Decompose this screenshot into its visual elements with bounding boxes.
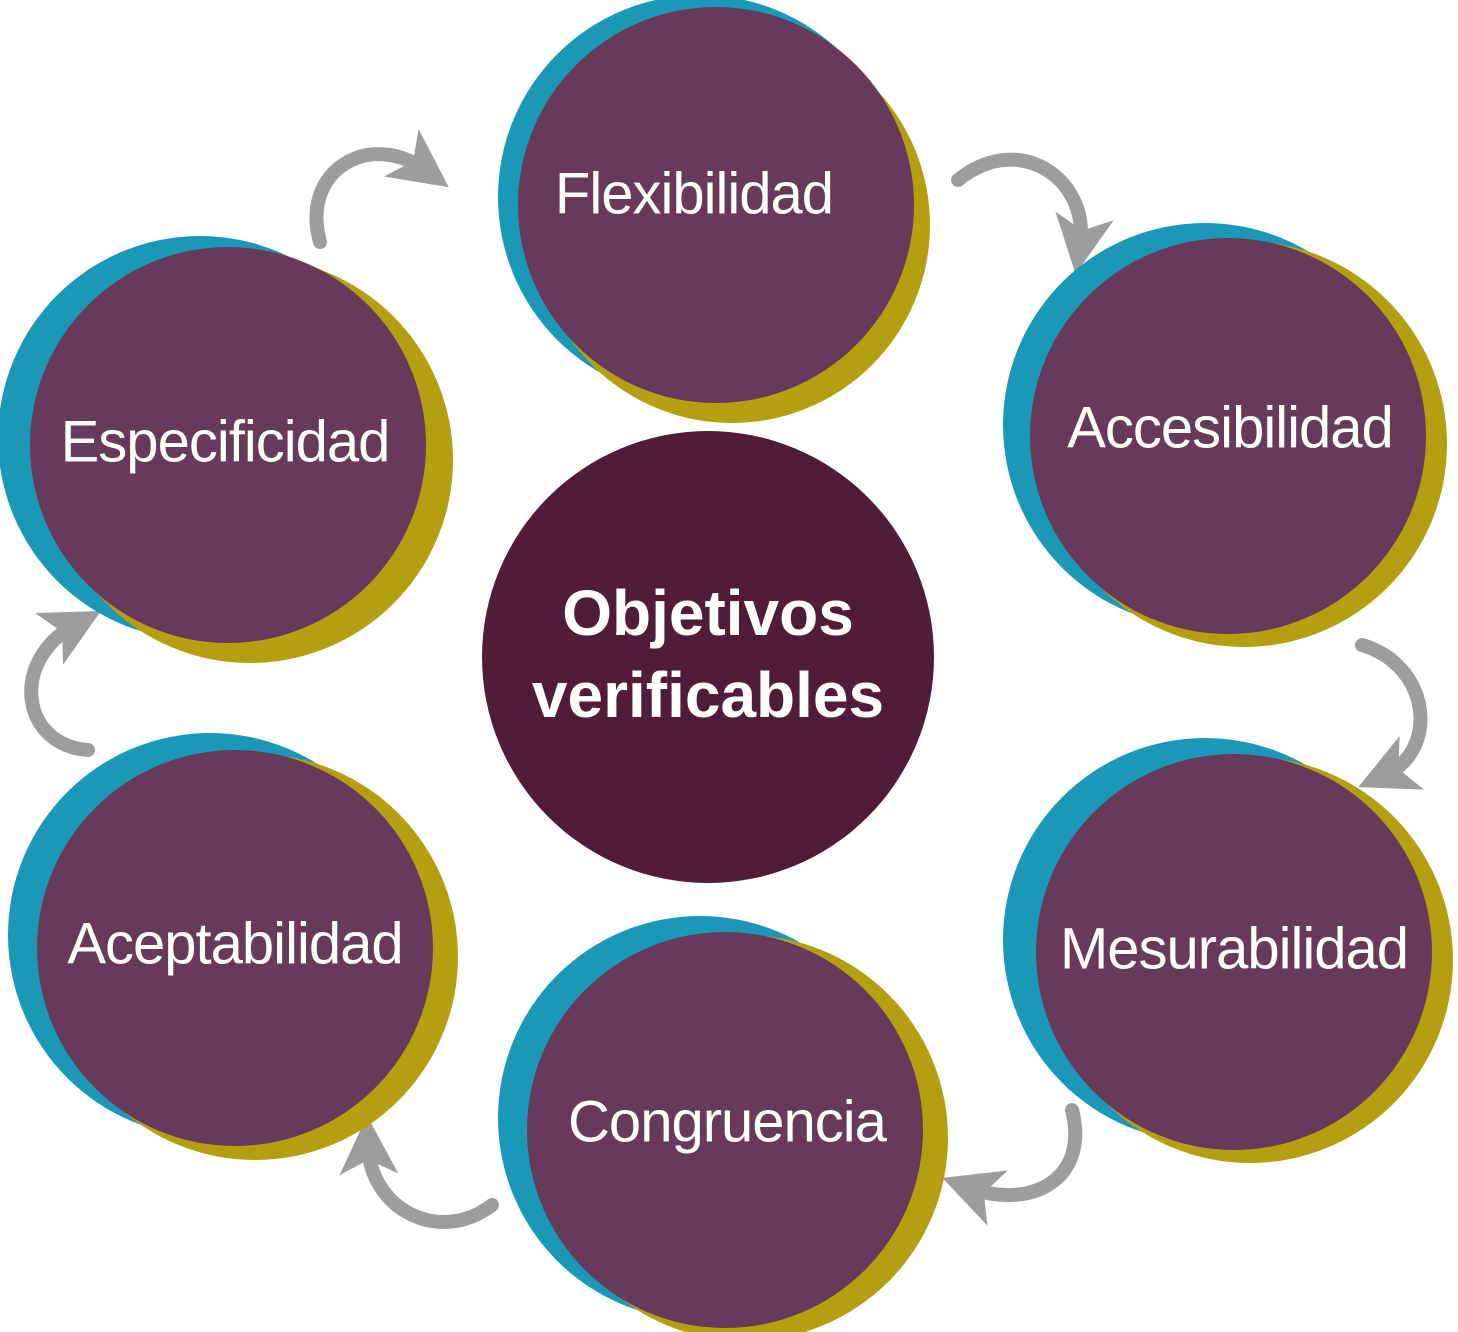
node-label-especificidad: Especificidad <box>61 409 390 474</box>
arrow-aceptabilidad-to-especificidad <box>24 611 101 757</box>
arrow-accesibilidad-to-mesurabilidad <box>1355 638 1428 790</box>
node-label-mesurabilidad: Mesurabilidad <box>1060 916 1408 981</box>
arrow-especificidad-to-flexibilidad <box>309 128 449 249</box>
arrow-mesurabilidad-to-congruencia <box>942 1103 1083 1226</box>
center-title-line1: Objetivos <box>562 577 854 649</box>
node-label-congruencia: Congruencia <box>568 1089 888 1154</box>
center-node: Objetivos verificables <box>482 431 934 883</box>
node-flexibilidad: Flexibilidad <box>498 0 930 423</box>
cycle-arrows <box>24 128 1428 1229</box>
node-accesibilidad: Accesibilidad <box>1003 223 1447 647</box>
arrow-congruencia-to-aceptabilidad <box>339 1115 499 1229</box>
node-label-accesibilidad: Accesibilidad <box>1067 395 1393 460</box>
arrow-flexibilidad-to-accesibilidad <box>951 152 1114 275</box>
node-mesurabilidad: Mesurabilidad <box>1003 738 1453 1163</box>
node-aceptabilidad: Aceptabilidad <box>8 733 458 1160</box>
node-label-flexibilidad: Flexibilidad <box>555 161 833 226</box>
node-especificidad: Especificidad <box>0 236 453 663</box>
center-title-line2: verificables <box>532 659 884 731</box>
node-congruencia: Congruencia <box>498 916 948 1332</box>
node-label-aceptabilidad: Aceptabilidad <box>67 911 402 976</box>
